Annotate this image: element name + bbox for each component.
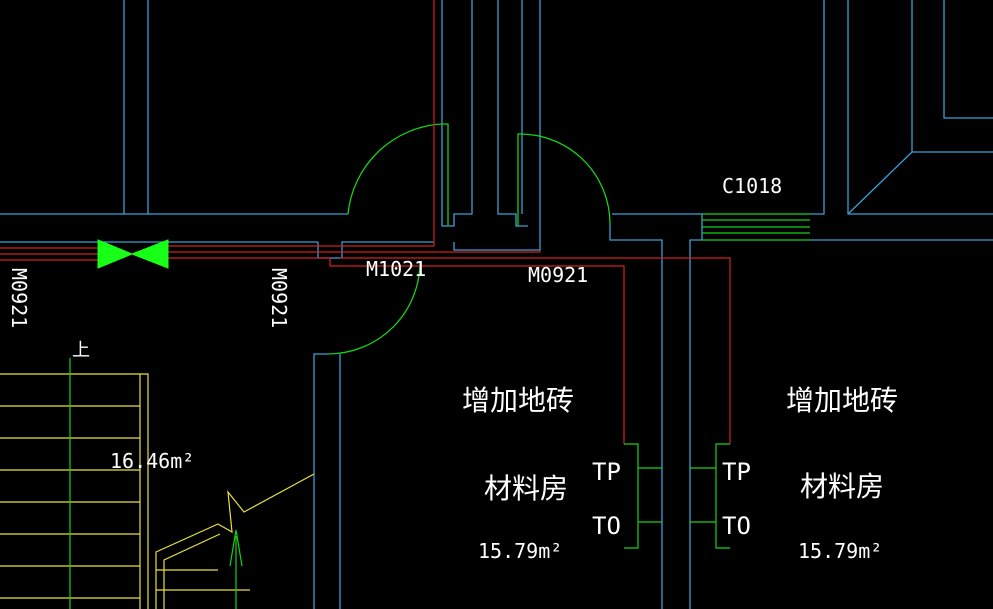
outlet-a-bracket: [624, 443, 639, 549]
wall-far-right-inner2: [943, 0, 993, 119]
room-b-name-line1: 增加地砖: [786, 384, 898, 417]
label-m0921-center: M0921: [528, 263, 588, 287]
stair-direction-arrows: [69, 358, 243, 609]
wall-door-right-side: [609, 224, 663, 609]
door-m0921-leaf: [517, 133, 522, 226]
door-m1021-swing-upper: [347, 123, 443, 215]
outlet-b-tp: TP: [722, 458, 751, 486]
wall-room-top-box: [147, 0, 348, 215]
window-c1018: [702, 213, 810, 241]
room-a-name-line1: 增加地砖: [462, 384, 574, 417]
room-a-name-line2: 材料房: [484, 472, 568, 505]
outlet-b-bracket: [715, 443, 730, 549]
label-m0921-left: M0921: [7, 268, 31, 328]
wall-center-column-right: [497, 0, 528, 227]
wall-center-column-left: [441, 0, 473, 227]
wall-top-right-box: [612, 213, 703, 609]
wall-right-pair-b: [453, 0, 541, 251]
label-m0921-mid: M0921: [267, 268, 291, 328]
wall-far-right-diag: [847, 151, 913, 215]
cable-5: [168, 250, 541, 253]
stairs: [0, 373, 315, 609]
door-m1021-swing-lower: [327, 261, 421, 355]
room-a-area: 15.79m²: [478, 539, 562, 563]
wall-left-room-upper: [0, 0, 125, 215]
outlets: [624, 443, 730, 549]
outlet-a-tp: TP: [592, 458, 621, 486]
doors: [327, 123, 611, 355]
outlet-b-to: TO: [722, 512, 751, 540]
room-b-name-line2: 材料房: [800, 470, 884, 503]
wall-far-right-inner: [911, 0, 993, 153]
wall-room-a-left: [313, 353, 328, 609]
wall-window-right: [810, 0, 825, 215]
stair-outline: [0, 373, 149, 609]
room-b-area: 15.79m²: [798, 539, 882, 563]
wall-corridor-left: [317, 241, 434, 259]
label-stair-area: 16.46m²: [110, 449, 194, 473]
valve-symbol: [97, 239, 169, 269]
label-c1018: C1018: [722, 174, 782, 198]
cable-6: [168, 257, 625, 444]
cable-4: [168, 0, 435, 247]
outlet-a-to: TO: [592, 512, 621, 540]
label-stair-up: 上: [72, 340, 90, 361]
cable-7: [340, 257, 731, 444]
label-m1021: M1021: [366, 257, 426, 281]
wall-far-right-box: [847, 0, 993, 215]
door-m1021-leaf-upper: [442, 123, 449, 226]
cables: [0, 0, 731, 444]
door-m0921-swing: [521, 133, 611, 225]
stair-break-line: [155, 473, 315, 609]
